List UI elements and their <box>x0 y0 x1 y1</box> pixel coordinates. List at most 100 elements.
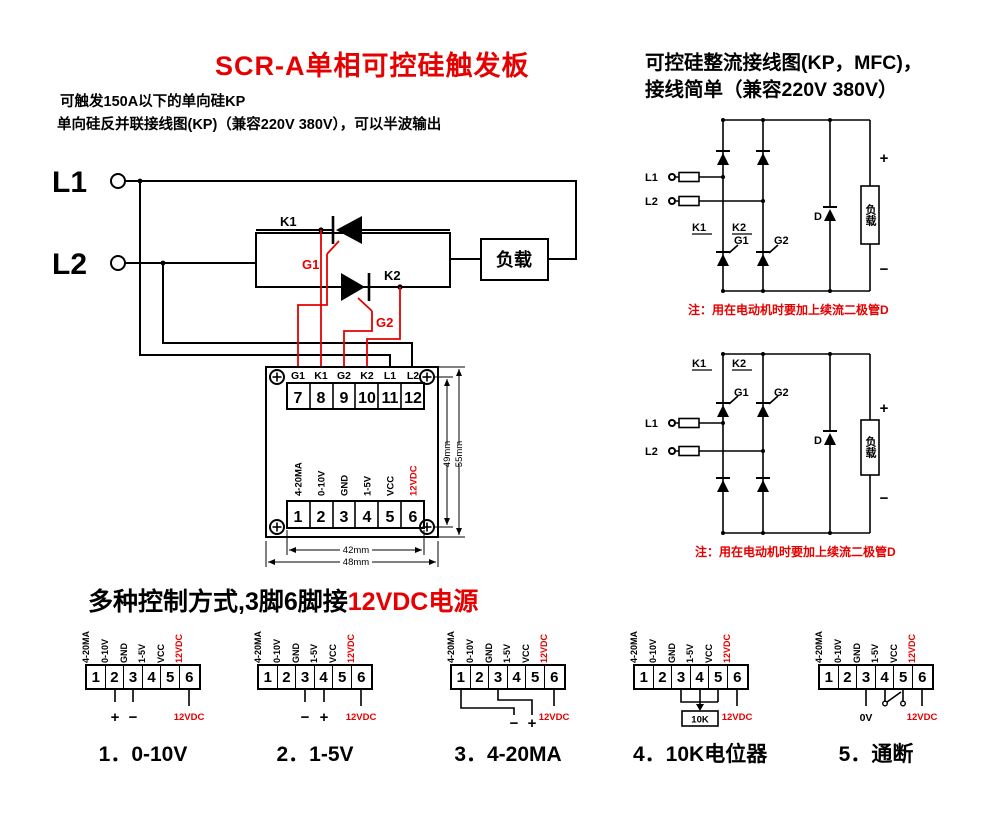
minus-label: − <box>129 709 138 726</box>
pin-label: 0-10V <box>465 638 475 663</box>
terminal-bottom-label: 12VDC <box>409 465 420 496</box>
diode <box>716 477 730 492</box>
pin-number-cell: 1 <box>820 666 839 688</box>
l2-terminal <box>110 255 126 271</box>
pin-label: 4-20MA <box>81 630 91 663</box>
load-box <box>860 419 880 476</box>
terminal-number: 12 <box>404 390 422 407</box>
terminal-top-label: G2 <box>337 370 351 382</box>
terminal-number: 3 <box>340 509 349 526</box>
pin-number-cell: 2 <box>106 666 125 688</box>
pin-number-cell: 4 <box>143 666 162 688</box>
pin-label: 4-20MA <box>814 630 824 663</box>
pin-label: 0-10V <box>833 638 843 663</box>
fuse <box>678 171 700 183</box>
k1-label: K1 <box>692 358 706 370</box>
supply-label: 12VDC <box>174 712 205 723</box>
pin-number-cell: 5 <box>333 666 352 688</box>
l2-label: L2 <box>52 248 87 281</box>
pin-label: 1-5V <box>309 643 319 663</box>
pin-label: 0-10V <box>648 638 658 663</box>
note-top: 注：用在电动机时要加上续流二极管D <box>688 302 889 317</box>
l1-terminal <box>668 419 676 427</box>
g2-label: G2 <box>774 387 789 399</box>
page-title: SCR-A单相可控硅触发板 <box>215 51 530 81</box>
terminal-top-label: K1 <box>314 370 328 382</box>
l2-label: L2 <box>645 446 658 458</box>
pin-number-cell: 5 <box>709 666 728 688</box>
minus-label: − <box>880 490 889 507</box>
l1-terminal <box>668 173 676 181</box>
dim-42mm: 42mm <box>343 545 369 556</box>
controls-title: 多种控制方式,3脚6脚接12VDC电源 <box>88 582 478 618</box>
fuse <box>678 445 700 457</box>
pin-labels: 4-20MA 0-10V GND 1-5V VCC 12VDC <box>814 612 948 664</box>
junction-dots <box>137 178 403 290</box>
plus-label: + <box>880 400 889 417</box>
rectifier-diagrams: L1 L2 K1 K2 G1 G2 D <box>645 118 896 559</box>
l2-terminal <box>668 197 676 205</box>
pin-number-cell: 4 <box>315 666 334 688</box>
d-label: D <box>814 211 822 223</box>
wiring-on-off: 0V 12VDC <box>860 690 938 724</box>
scr-module-outline <box>255 232 451 288</box>
minus-label: − <box>510 715 519 732</box>
l1-terminal <box>110 173 126 189</box>
load-box <box>480 238 549 281</box>
g2-label: G2 <box>376 315 393 330</box>
pin-number-cell: 6 <box>918 668 927 686</box>
right-panel-title: 可控硅整流接线图(KP，MFC)， 接线简单（兼容220V 380V） <box>645 50 922 104</box>
pin-label: VCC <box>889 643 899 663</box>
terminal-top-label: L1 <box>384 370 396 382</box>
diode <box>756 477 770 492</box>
subtitle-1: 可触发150A以下的单向硅KP <box>60 94 246 110</box>
control-caption: 5．通断 <box>838 743 914 766</box>
pin-labels: 4-20MA 0-10V GND 1-5V VCC 12VDC <box>253 612 387 664</box>
pin-number-cell: 3 <box>857 666 876 688</box>
dim-55mm: 55mm <box>454 441 465 467</box>
pin-number-cell: 6 <box>185 668 194 686</box>
freewheel-diode <box>823 206 837 221</box>
terminal-number: 10 <box>358 390 376 407</box>
terminal-number: 5 <box>386 509 395 526</box>
pin-label: GND <box>119 643 129 663</box>
pin-label: 12VDC <box>722 633 732 663</box>
g1-label: G1 <box>302 257 319 272</box>
pin-number-cell: 5 <box>526 666 545 688</box>
thyristor-2 <box>341 273 373 312</box>
pin-number-cell: 1 <box>87 666 106 688</box>
pin-number-cell: 4 <box>508 666 527 688</box>
pin-number-cell: 2 <box>278 666 297 688</box>
l1-label: L1 <box>645 418 658 430</box>
wiring-1-5v: − + 12VDC <box>301 690 377 726</box>
wiring-10k-pot: 10K 12VDC <box>680 690 752 727</box>
pin-number-cell: 5 <box>161 666 180 688</box>
supply-label: 12VDC <box>346 712 377 723</box>
pin-number-cell: 4 <box>691 666 710 688</box>
supply-label: 12VDC <box>907 712 938 723</box>
pin-number-cell: 5 <box>894 666 913 688</box>
g1-label: G1 <box>734 387 749 399</box>
terminal-number: 6 <box>409 509 418 526</box>
wiring-4-20ma: − + 12VDC <box>460 690 570 732</box>
control-caption: 1．0-10V <box>98 743 188 766</box>
k2-label: K2 <box>732 358 746 370</box>
note-bottom: 注：用在电动机时要加上续流二极管D <box>695 544 896 559</box>
supply-label: 12VDC <box>539 712 570 723</box>
terminal-number: 1 <box>294 509 303 526</box>
wiring-0-10v: + − 12VDC <box>111 690 205 726</box>
terminal-top-label: G1 <box>291 370 305 382</box>
terminal-number: 2 <box>317 509 326 526</box>
screw <box>269 519 285 535</box>
pin-label: GND <box>852 643 862 663</box>
terminal-bottom-label: VCC <box>386 476 397 496</box>
control-caption: 4．10K电位器 <box>633 743 768 766</box>
control-caption: 3．4-20MA <box>454 743 562 766</box>
